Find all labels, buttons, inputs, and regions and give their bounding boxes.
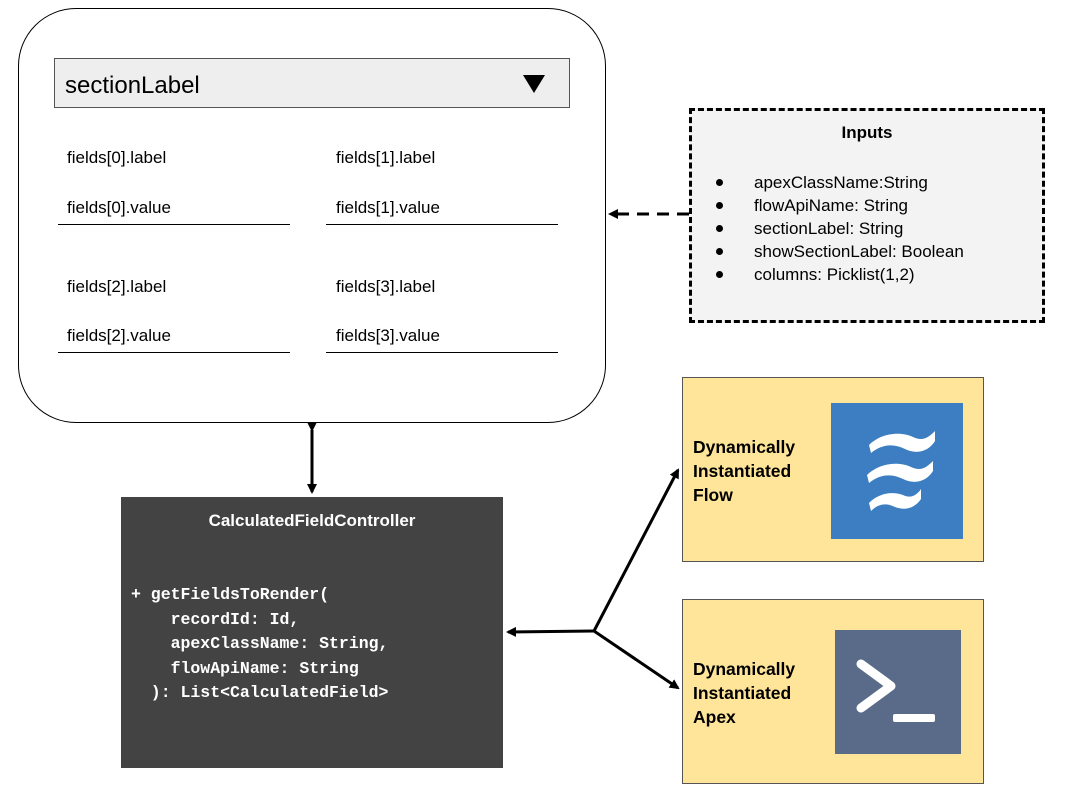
flow-text-line: Instantiated bbox=[693, 461, 792, 481]
input-item-text: sectionLabel: String bbox=[754, 219, 904, 238]
section-label-dropdown[interactable]: sectionLabel bbox=[54, 58, 570, 108]
apex-terminal-icon bbox=[835, 630, 961, 754]
field-3-underline bbox=[326, 352, 558, 353]
dynamic-apex-text: Dynamically Instantiated Apex bbox=[693, 657, 795, 729]
controller-title: CalculatedFieldController bbox=[208, 511, 416, 530]
bullet-icon bbox=[716, 271, 723, 278]
apex-text-line: Instantiated bbox=[693, 683, 792, 703]
code-line: ): List<CalculatedField> bbox=[131, 683, 389, 702]
dynamic-apex-box: Dynamically Instantiated Apex bbox=[682, 599, 984, 784]
input-item: flowApiName: String bbox=[714, 194, 964, 217]
field-1-underline bbox=[326, 224, 558, 225]
apex-text-line: Apex bbox=[693, 707, 736, 727]
field-2-underline bbox=[58, 352, 290, 353]
input-item-text: columns: Picklist(1,2) bbox=[754, 265, 915, 284]
junction-to-flow-arrow bbox=[592, 468, 680, 632]
flow-icon bbox=[831, 403, 963, 539]
bullet-icon bbox=[716, 225, 723, 232]
field-0-underline bbox=[58, 224, 290, 225]
code-line: apexClassName: String, bbox=[131, 634, 389, 653]
inputs-title: Inputs bbox=[841, 123, 893, 142]
code-line: + getFieldsToRender( bbox=[131, 585, 330, 604]
input-item-text: flowApiName: String bbox=[754, 196, 909, 215]
controller-box: CalculatedFieldController + getFieldsToR… bbox=[121, 497, 503, 768]
input-item-text: showSectionLabel: Boolean bbox=[754, 242, 964, 261]
input-item: columns: Picklist(1,2) bbox=[714, 263, 964, 286]
bullet-icon bbox=[716, 202, 723, 209]
field-2-label: fields[2].label bbox=[67, 277, 167, 296]
junction-to-controller-arrow bbox=[506, 626, 595, 637]
junction-to-apex-arrow bbox=[593, 629, 680, 690]
controller-code: + getFieldsToRender( recordId: Id, apexC… bbox=[131, 583, 388, 706]
apex-text-line: Dynamically bbox=[693, 659, 796, 679]
input-item: apexClassName:String bbox=[714, 171, 964, 194]
dynamic-flow-text: Dynamically Instantiated Flow bbox=[693, 435, 795, 507]
flow-text-line: Dynamically bbox=[693, 437, 796, 457]
input-item: sectionLabel: String bbox=[714, 217, 964, 240]
code-line: flowApiName: String bbox=[131, 658, 359, 678]
field-0-value[interactable]: fields[0].value bbox=[67, 198, 171, 217]
dropdown-label: sectionLabel bbox=[65, 72, 200, 99]
dropdown-arrow-icon[interactable] bbox=[523, 75, 545, 93]
flow-text-line: Flow bbox=[693, 485, 733, 505]
inputs-list: apexClassName:String flowApiName: String… bbox=[714, 171, 964, 286]
field-1-value[interactable]: fields[1].value bbox=[336, 198, 440, 217]
input-item: showSectionLabel: Boolean bbox=[714, 240, 964, 263]
field-1-label: fields[1].label bbox=[336, 148, 436, 167]
field-2-value[interactable]: fields[2].value bbox=[67, 326, 171, 345]
dynamic-flow-box: Dynamically Instantiated Flow bbox=[682, 377, 984, 562]
bullet-icon bbox=[716, 179, 723, 186]
field-0-label: fields[0].label bbox=[67, 148, 167, 167]
field-3-label: fields[3].label bbox=[336, 277, 436, 296]
bullet-icon bbox=[716, 248, 723, 255]
inputs-box: Inputs apexClassName:String flowApiName:… bbox=[689, 108, 1045, 323]
field-3-value[interactable]: fields[3].value bbox=[336, 326, 440, 345]
code-line: recordId: Id, bbox=[131, 609, 300, 629]
input-item-text: apexClassName:String bbox=[754, 173, 928, 192]
